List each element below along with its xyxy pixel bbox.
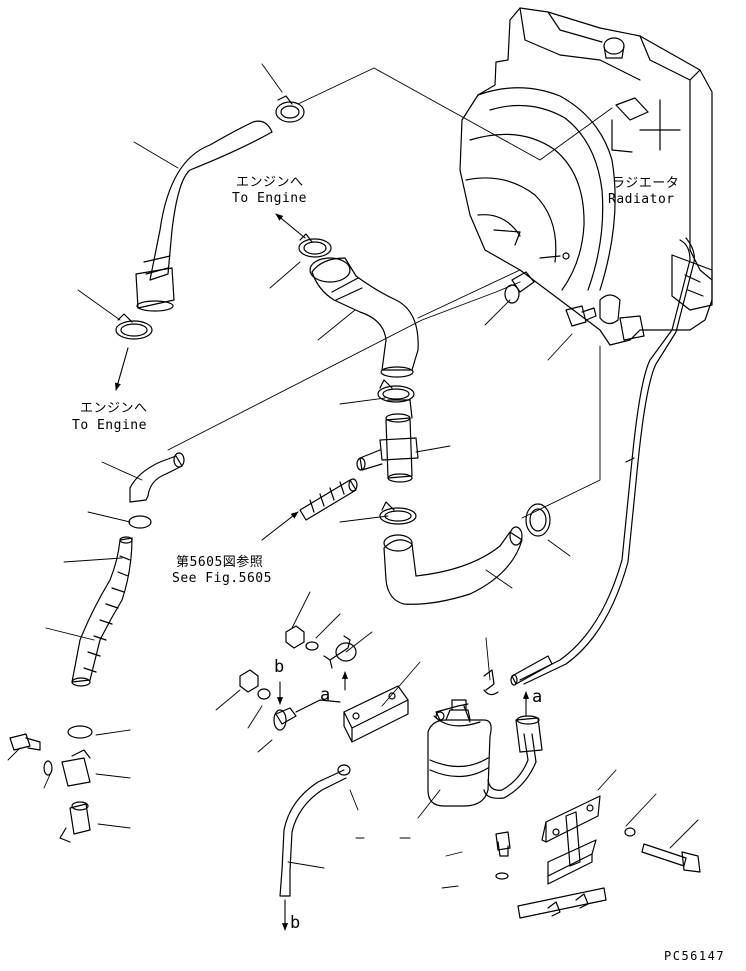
middle-hose <box>309 257 419 378</box>
tee-fitting <box>356 399 419 483</box>
direction-arrows <box>114 213 530 931</box>
mounting-bracket-left <box>343 685 409 743</box>
clamps <box>67 95 551 776</box>
long-bolt <box>495 827 701 880</box>
small-hose-left <box>129 452 185 503</box>
bypass-tube <box>299 478 358 521</box>
mounting-bracket-right <box>517 795 607 919</box>
drain-pipe <box>279 769 347 897</box>
label-engine-en-lower: To Engine <box>72 418 147 433</box>
marker-b-upper: b <box>274 657 284 677</box>
lower-hose <box>383 526 523 605</box>
radiator-fittings <box>504 271 597 327</box>
label-fig-ref-en: See Fig.5605 <box>172 571 272 586</box>
marker-a-right: a <box>532 687 542 707</box>
label-engine-jp-upper: エンジンへ <box>236 175 304 190</box>
sub-tank <box>427 699 492 807</box>
marker-b-lower: b <box>290 913 300 933</box>
overflow-tube <box>510 237 695 686</box>
label-radiator-en: Radiator <box>608 192 675 207</box>
drawing-code: PC56147 <box>664 949 725 963</box>
drain-fittings <box>9 733 91 843</box>
label-engine-jp-lower: エンジンへ <box>80 401 148 416</box>
tank-hose <box>483 715 543 799</box>
label-fig-ref-jp: 第5605図参照 <box>176 554 263 570</box>
upper-hose-left <box>135 120 273 312</box>
label-radiator-jp: ラジエータ <box>612 176 679 191</box>
spiral-hose <box>71 536 133 687</box>
radiator <box>459 7 713 346</box>
small-hardware <box>239 625 499 731</box>
leader-lines <box>7 63 699 889</box>
label-engine-en-upper: To Engine <box>232 191 307 206</box>
marker-a-upper: a <box>320 685 330 705</box>
